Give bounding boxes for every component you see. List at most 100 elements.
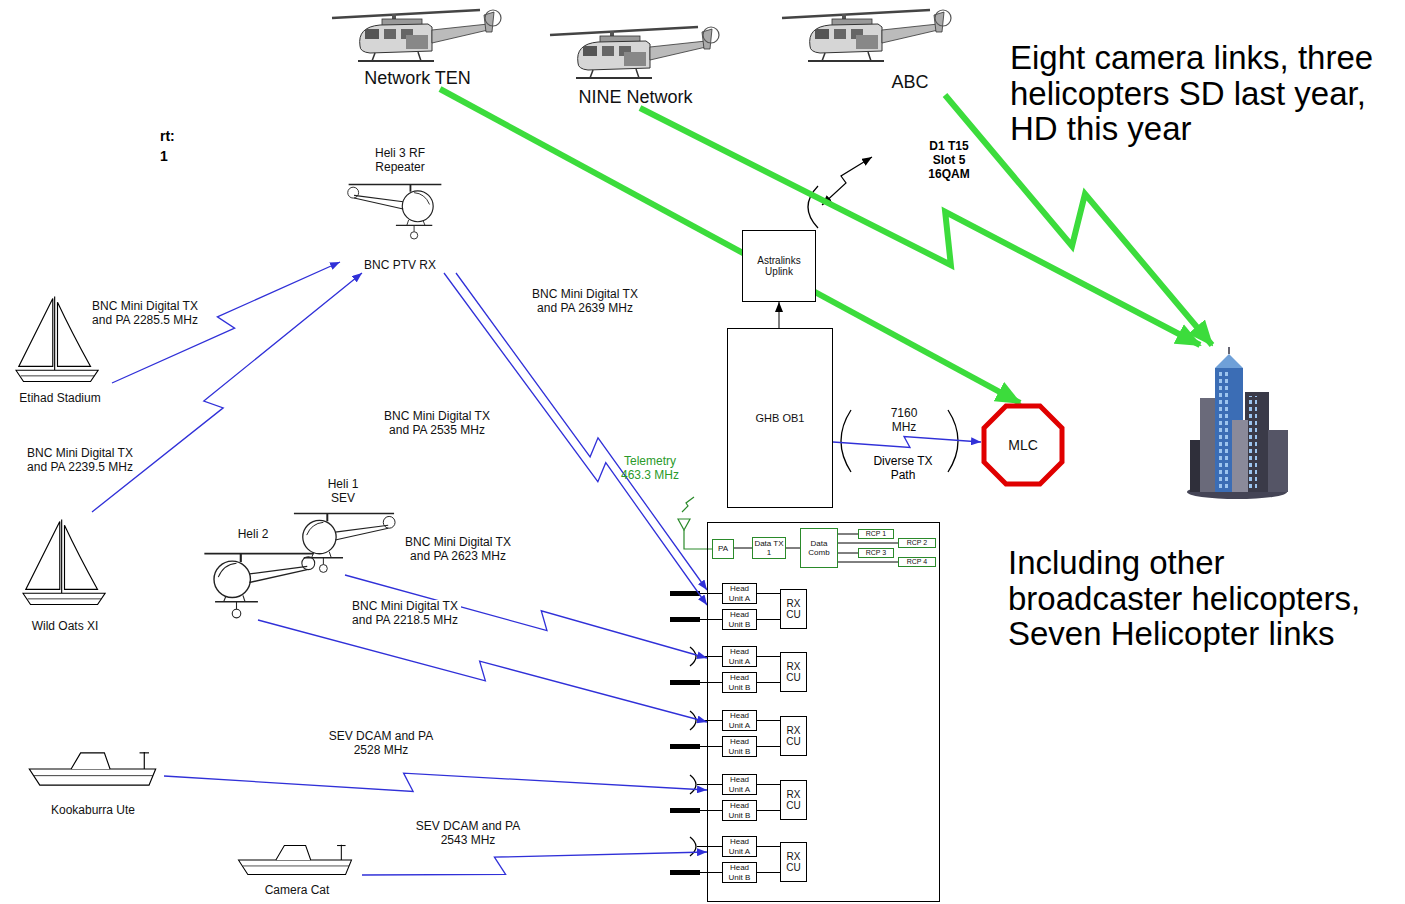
helicopter-node: Heli 2 — [198, 528, 320, 620]
box-label: RCP 2 — [907, 539, 928, 547]
data-tx-box: Data TX 1 — [752, 537, 786, 559]
octagon-shape — [984, 406, 1062, 484]
antenna-bar — [670, 744, 700, 749]
link-label: 7160 MHz — [882, 407, 926, 435]
boat-node: Kookaburra Ute — [22, 748, 164, 818]
wire — [757, 872, 780, 873]
radio-link-arrow — [362, 852, 707, 875]
rx-cu-box: RX CU — [780, 780, 807, 820]
head-unit-box: Head Unit A — [722, 710, 757, 731]
mlc-octagon: MLC — [981, 403, 1065, 487]
antenna-triangle — [678, 519, 690, 530]
tower-windows — [1249, 396, 1257, 488]
node-label: NINE Network — [548, 87, 723, 108]
feed-line — [700, 746, 722, 747]
pa-box: PA — [712, 539, 734, 559]
node-label: Kookaburra Ute — [48, 804, 138, 818]
rcp-box: RCP 1 — [858, 529, 894, 539]
rcp-box: RCP 2 — [898, 538, 936, 548]
wire — [838, 543, 898, 544]
box-label: Data TX 1 — [753, 539, 785, 557]
head-unit-box: Head Unit B — [722, 736, 757, 757]
wire — [757, 682, 780, 683]
box-label: RX CU — [781, 598, 806, 621]
box-label: RCP 3 — [866, 549, 887, 557]
building-node — [1182, 345, 1290, 500]
wire — [838, 553, 858, 554]
box-label: GHB OB1 — [756, 412, 805, 425]
node-label: BNC PTV RX — [340, 259, 460, 273]
cut-off-note: rt: — [160, 128, 200, 144]
dish-arc — [690, 837, 696, 856]
dish-arc — [690, 711, 696, 730]
yacht-node: Wild Oats XI — [15, 512, 115, 634]
link-label: BNC Mini Digital TX and PA 2535 MHz — [377, 410, 497, 438]
link-label: BNC Mini Digital TX and PA 2623 MHz — [398, 536, 518, 564]
uplink-slot-label: D1 T15 Slot 5 16QAM — [923, 140, 975, 181]
box-label: Head Unit A — [723, 711, 756, 729]
helicopter-node: NINE Network — [548, 22, 723, 108]
node-label: Network TEN — [330, 68, 505, 89]
boat-node: Camera Cat — [232, 842, 362, 898]
wire — [757, 593, 780, 594]
rx-cu-box: RX CU — [780, 716, 807, 756]
receive-antennas — [670, 594, 722, 873]
feed-line — [697, 784, 722, 785]
helicopter-drawing — [782, 10, 951, 61]
wire — [757, 784, 780, 785]
feed-line — [700, 872, 722, 873]
node-label: ABC — [860, 72, 960, 93]
telemetry-label: Telemetry 463.3 MHz — [609, 455, 691, 483]
wire — [786, 548, 800, 549]
dish-arc — [948, 410, 958, 472]
telemetry-beam — [682, 497, 694, 512]
feed-line — [697, 846, 722, 847]
dish-arc — [690, 775, 696, 794]
box-label: PA — [718, 544, 728, 553]
helicopter-drawing — [204, 554, 314, 618]
head-unit-box: Head Unit B — [722, 609, 757, 630]
antenna-bar — [670, 680, 700, 685]
head-unit-box: Head Unit A — [722, 836, 757, 857]
node-label: Wild Oats XI — [15, 620, 115, 634]
data-comb-box: Data Comb — [800, 528, 838, 568]
wire — [757, 619, 780, 620]
head-unit-box: Head Unit B — [722, 862, 757, 883]
wire — [734, 548, 752, 549]
box-label: RCP 4 — [907, 558, 928, 566]
antenna-bar — [670, 808, 700, 813]
rx-cu-box: RX CU — [780, 842, 807, 882]
tower — [1232, 420, 1248, 492]
box-label: MLC — [1008, 437, 1038, 453]
radio-link-arrow — [258, 620, 707, 722]
rcp-box: RCP 4 — [898, 557, 936, 567]
box-label: Head Unit A — [723, 584, 756, 602]
helicopter-node: Network TEN — [330, 5, 505, 89]
link-label: BNC Mini Digital TX and PA 2239.5 MHz — [25, 447, 135, 475]
helicopter-drawing — [294, 513, 395, 572]
link-label: SEV DCAM and PA 2543 MHz — [408, 820, 528, 848]
wire — [838, 562, 898, 563]
feed-line — [700, 619, 722, 620]
headline-note: Including other broadcaster helicopters,… — [1008, 545, 1403, 652]
feed-line — [700, 593, 722, 594]
link-label: BNC Mini Digital TX and PA 2639 MHz — [525, 288, 645, 316]
boat-drawing — [29, 752, 155, 785]
boat-drawing — [238, 845, 351, 875]
cut-off-note: 1 — [160, 148, 200, 164]
box-label: RCP 1 — [866, 530, 887, 538]
dish-arc — [841, 410, 851, 472]
node-label: Heli 3 RF Repeater — [358, 147, 442, 175]
link-label: BNC Mini Digital TX and PA 2285.5 MHz — [85, 300, 205, 328]
rx-cu-box: RX CU — [780, 589, 807, 629]
rx-cu-box: RX CU — [780, 652, 807, 692]
head-unit-box: Head Unit A — [722, 583, 757, 604]
box-label: Head Unit A — [723, 837, 756, 855]
wire — [779, 302, 780, 328]
box-label: RX CU — [781, 661, 806, 684]
link-label: BNC Mini Digital TX and PA 2218.5 MHz — [349, 600, 461, 628]
radio-link-arrow — [833, 437, 981, 448]
spire — [1228, 347, 1230, 354]
antenna-bar — [670, 591, 700, 596]
